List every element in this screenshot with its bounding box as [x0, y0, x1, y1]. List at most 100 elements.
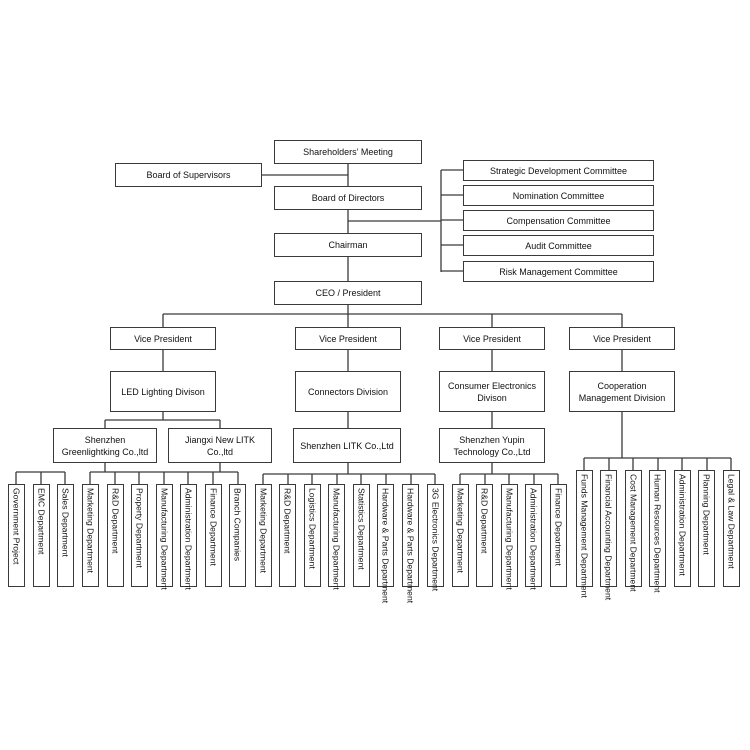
board-of-supervisors-box: Board of Supervisors [115, 163, 262, 187]
department-label: Manufacturing Department [504, 488, 515, 590]
department-label: Funds Management Department [579, 474, 590, 598]
department-label: Government Project [11, 488, 22, 565]
department-label: Administration Department [183, 488, 194, 590]
jiangxi-new-litk-box: Jiangxi New LITK Co.,ltd [168, 428, 272, 463]
board-of-supervisors-label: Board of Supervisors [146, 170, 231, 180]
company-label: Jiangxi New LITK Co.,ltd [184, 434, 256, 457]
department-label: Financial Accounting Department [603, 474, 614, 601]
department-box: Marketing Department [82, 484, 99, 587]
department-box: Planning Department [698, 470, 715, 587]
department-box: Administration Department [674, 470, 691, 587]
chairman-label: Chairman [328, 240, 368, 250]
division-label: LED Lighting Divison [121, 386, 205, 397]
connectors-division-box: Connectors Division [295, 371, 401, 412]
risk-management-committee-box: Risk Management Committee [463, 261, 654, 282]
department-box: Government Project [8, 484, 25, 587]
vice-president-box: Vice President [569, 327, 675, 350]
department-label: Administration Department [677, 474, 688, 576]
department-box: Branch Companies [229, 484, 246, 587]
committee-label: Compensation Committee [506, 215, 611, 226]
department-box: Administration Department [525, 484, 542, 590]
department-box: Finance Department [205, 484, 222, 587]
department-box: Manufacturing Department [501, 484, 518, 590]
shareholders-meeting-box: Shareholders’ Meeting [274, 140, 422, 164]
ceo-president-label: CEO / President [315, 288, 381, 298]
department-label: Human Resources Department [652, 474, 663, 593]
department-label: Hardware & Parts Department [405, 488, 416, 604]
vice-president-label: Vice President [319, 333, 377, 344]
department-label: Hardware & Parts Department [380, 488, 391, 604]
department-label: Manufacturing Department [159, 488, 170, 590]
department-box: Sales Department [57, 484, 74, 587]
department-box: Property Department [131, 484, 148, 587]
audit-committee-box: Audit Committee [463, 235, 654, 256]
department-label: Cost Management Department [628, 474, 639, 592]
department-box: R&D Department [279, 484, 296, 587]
board-of-directors-box: Board of Directors [274, 186, 422, 210]
department-label: Manufacturing Department [331, 488, 342, 590]
department-box: Manufacturing Department [156, 484, 173, 590]
chairman-box: Chairman [274, 233, 422, 257]
vice-president-label: Vice President [593, 333, 651, 344]
shenzhen-yupin-technology-box: Shenzhen Yupin Technology Co.,Ltd [439, 428, 545, 463]
department-label: R&D Department [110, 488, 121, 554]
cooperation-management-division-box: Cooperation Management Division [569, 371, 675, 412]
department-box: Marketing Department [452, 484, 469, 587]
compensation-committee-box: Compensation Committee [463, 210, 654, 231]
department-box: Cost Management Department [625, 470, 642, 592]
committee-label: Nomination Committee [512, 190, 605, 201]
committee-label: Audit Committee [525, 240, 592, 251]
department-label: Administration Department [528, 488, 539, 590]
department-box: Finance Department [550, 484, 567, 587]
nomination-committee-box: Nomination Committee [463, 185, 654, 206]
department-box: Financial Accounting Department [600, 470, 617, 600]
committee-label: Risk Management Committee [499, 266, 618, 277]
committee-label: Strategic Development Committee [489, 165, 628, 176]
department-label: Property Department [134, 488, 145, 568]
department-label: Finance Department [208, 488, 219, 566]
vice-president-box: Vice President [439, 327, 545, 350]
department-box: Statistics Department [353, 484, 370, 587]
department-label: Branch Companies [232, 488, 243, 562]
vice-president-label: Vice President [463, 333, 521, 344]
department-label: Finance Department [553, 488, 564, 566]
department-box: 3G Electronics Department [427, 484, 444, 591]
division-label: Connectors Division [307, 386, 389, 397]
department-label: Legal & Law Department [726, 474, 737, 569]
department-label: Marketing Department [258, 488, 269, 574]
department-label: Marketing Department [455, 488, 466, 574]
led-lighting-division-box: LED Lighting Divison [110, 371, 216, 412]
department-box: Marketing Department [255, 484, 272, 587]
department-label: EMC Department [36, 488, 47, 555]
company-label: Shenzhen Yupin Technology Co.,Ltd [453, 434, 531, 457]
department-box: Funds Management Department [576, 470, 593, 598]
department-label: R&D Department [282, 488, 293, 554]
department-label: 3G Electronics Department [430, 488, 441, 592]
vice-president-box: Vice President [295, 327, 401, 350]
department-label: R&D Department [479, 488, 490, 554]
department-box: Hardware & Parts Department [402, 484, 419, 603]
department-label: Sales Department [60, 488, 71, 557]
department-label: Statistics Department [356, 488, 367, 570]
division-label: Cooperation Management Division [578, 380, 666, 403]
vice-president-label: Vice President [134, 333, 192, 344]
department-label: Planning Department [701, 474, 712, 555]
vice-president-box: Vice President [110, 327, 216, 350]
department-box: Administration Department [180, 484, 197, 590]
shareholders-meeting-label: Shareholders’ Meeting [303, 147, 393, 157]
board-of-directors-label: Board of Directors [311, 193, 385, 203]
ceo-president-box: CEO / President [274, 281, 422, 305]
company-label: Shenzhen Greenlightking Co.,ltd [61, 434, 149, 457]
department-box: Hardware & Parts Department [377, 484, 394, 603]
consumer-electronics-division-box: Consumer Electronics Divison [439, 371, 545, 412]
department-box: Logistics Department [304, 484, 321, 587]
shenzhen-litk-box: Shenzhen LITK Co.,Ltd [293, 428, 401, 463]
department-label: Logistics Department [307, 488, 318, 569]
division-label: Consumer Electronics Divison [447, 380, 537, 403]
department-box: EMC Department [33, 484, 50, 587]
department-box: Manufacturing Department [328, 484, 345, 590]
strategic-development-committee-box: Strategic Development Committee [463, 160, 654, 181]
department-box: Legal & Law Department [723, 470, 740, 587]
